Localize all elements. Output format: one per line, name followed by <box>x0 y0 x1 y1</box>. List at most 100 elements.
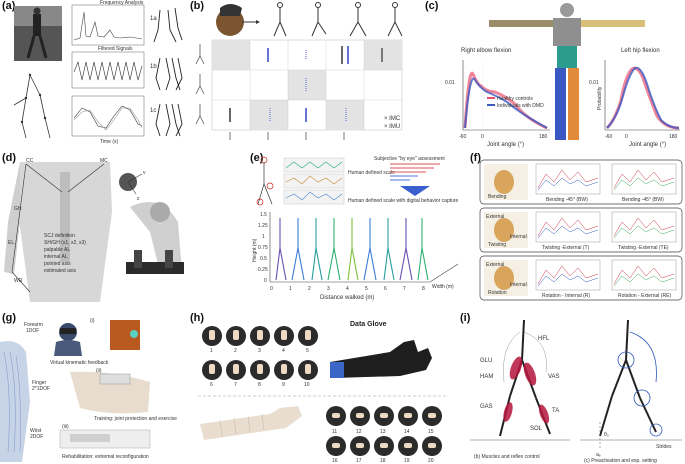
h-g12: 12 <box>356 429 362 435</box>
c-xtick-right-0: -60 <box>605 134 612 140</box>
panel-i-label: (i) <box>460 312 471 324</box>
h-g8: 8 <box>258 382 261 388</box>
a-chart-title: Frequency Analysis <box>100 0 144 6</box>
e-ytick-0: 1.5 <box>260 212 267 218</box>
panel-a-graphic: Frequency Analysis Filtered Signals Time… <box>13 0 183 145</box>
h-g5: 5 <box>306 348 309 354</box>
h-g20: 20 <box>428 458 434 464</box>
f-row-bending: Bending <box>488 194 507 200</box>
i-gas: GAS <box>480 404 493 410</box>
d-mark-wr: WR <box>14 278 23 284</box>
h-title: Data Glove <box>350 321 387 328</box>
panel-a-label: (a) <box>2 0 16 12</box>
g-1dof: 1DOF <box>26 328 39 334</box>
e-xtick-2: 2 <box>308 286 311 292</box>
panel-h-label: (h) <box>190 312 205 324</box>
e-ytick-2: 1 <box>262 234 265 240</box>
f-twist-internal: Internal <box>510 234 527 240</box>
c-title-right: Left hip flexion <box>621 48 660 54</box>
d-legend-4: pointed axis <box>44 261 71 267</box>
panel-a: (a) Frequency Analysis Fil <box>0 0 185 145</box>
panel-d-graphic: CC MC GH EL WR v z SCJ definition SH/GH … <box>4 158 184 302</box>
g-2dof: 2DOF <box>30 434 43 440</box>
panel-i: (i) HFL GLU HAM VAS GAS TA SOL (b) Muscl… <box>460 312 685 464</box>
e-xtick-3: 3 <box>327 286 330 292</box>
f-cap-2-1: Rotation - External (RE) <box>618 293 671 299</box>
i-marker-theta: θ₀ <box>604 432 609 438</box>
panel-b-graphic: × IMC × IMU <box>195 2 403 140</box>
h-g9: 9 <box>282 382 285 388</box>
h-g13: 13 <box>380 429 386 435</box>
panel-e-label: (e) <box>250 152 264 164</box>
e-xtick-6: 6 <box>384 286 387 292</box>
d-mark-mc: MC <box>100 158 108 164</box>
d-legend-1: SH/GH (x1, x2, x3) <box>44 240 86 246</box>
panel-e-graphic: Subjective "by eye" assessment Human def… <box>252 156 459 301</box>
c-xlabel-right: Joint angle (°) <box>629 142 666 148</box>
e-text-scale: Human defined scale <box>348 170 395 176</box>
i-ham: HAM <box>480 374 493 380</box>
i-ta: TA <box>552 408 559 414</box>
d-legend-2: palpable AL <box>44 247 70 253</box>
g-rehab: Rehabilitation: extremal reconfiguration <box>62 454 149 460</box>
h-g16: 16 <box>332 458 338 464</box>
a-sub-1a: 1a <box>150 16 157 22</box>
a-sub-1b: 1b <box>150 64 157 70</box>
panel-e: (e) Subjective "by eye" assessment Human… <box>250 152 465 302</box>
f-cap-1-0: Twisting -External (T) <box>542 245 590 251</box>
h-g3: 3 <box>258 348 261 354</box>
panel-d: (d) CC MC GH EL WR v z SCJ definition SH… <box>0 152 190 307</box>
panel-d-label: (d) <box>2 152 17 164</box>
h-g4: 4 <box>282 348 285 354</box>
c-xtick-right-2: 180 <box>669 134 678 140</box>
f-twist-external: External <box>486 214 504 220</box>
i-caption-left: (b) Muscles and reflex control <box>474 454 540 460</box>
c-ylabel: Probability <box>597 86 603 110</box>
g-i: (i) <box>90 318 95 324</box>
c-legend-healthy: Healthy controls <box>497 96 533 102</box>
g-wrist: Wrist <box>30 428 42 434</box>
e-text-digital: Human defined scale with digital behavio… <box>348 198 459 204</box>
g-ii: (ii) <box>96 368 102 374</box>
i-marker-ae: aₑ <box>596 452 601 458</box>
d-legend-5: estimated axis <box>44 268 76 274</box>
e-ytick-3: 0.75 <box>258 245 268 251</box>
d-mark-z: z <box>137 196 140 202</box>
panel-f: (f) Bending Twisting Rotation External I… <box>470 152 685 304</box>
a-sub-1c: 1c <box>150 108 156 114</box>
g-iii: (iii) <box>62 424 69 430</box>
h-g6: 6 <box>210 382 213 388</box>
g-2x1dof: 2*1DOF <box>32 386 50 392</box>
e-xtick-5: 5 <box>365 286 368 292</box>
f-rot-external: External <box>486 262 504 268</box>
a-axis-time: Time (s) <box>100 139 118 145</box>
d-mark-gh: GH <box>14 206 22 212</box>
panel-c-graphic: Right elbow flexion 0.01 -60 0 180 Joint… <box>445 3 680 148</box>
h-g10: 10 <box>304 382 310 388</box>
h-g19: 19 <box>404 458 410 464</box>
f-row-twisting: Twisting <box>488 242 506 248</box>
h-g2: 2 <box>234 348 237 354</box>
d-legend-0: SCJ definition <box>44 233 75 239</box>
g-training: Training: joint protection and exercise <box>94 416 177 422</box>
h-g15: 15 <box>428 429 434 435</box>
f-cap-2-0: Rotation - Internal (R) <box>542 293 590 299</box>
c-xtick-right-1: 0 <box>625 134 628 140</box>
e-xlabel: Distance walked (m) <box>320 295 374 301</box>
g-vkf: Virtual kinematic feedback <box>50 360 109 366</box>
i-hfl: HFL <box>538 336 550 342</box>
i-vas: VAS <box>548 374 560 380</box>
f-row-rotation: Rotation <box>488 290 507 296</box>
c-legend-dmd: Individuals with DMD <box>497 103 544 109</box>
panel-c-label: (c) <box>425 0 439 12</box>
panel-h-graphic: 1 2 3 4 5 6 7 8 9 10 Data Glove <box>198 321 448 464</box>
b-legend-imc: × IMC <box>384 116 401 122</box>
panel-f-label: (f) <box>470 152 481 164</box>
e-ytick-4: 0.5 <box>260 256 267 262</box>
i-sol: SOL <box>530 426 543 432</box>
e-ytick-1: 1.25 <box>258 223 268 229</box>
h-g1: 1 <box>210 348 213 354</box>
c-xtick-left-2: 180 <box>539 134 548 140</box>
c-xtick-left-0: -60 <box>459 134 466 140</box>
e-ytick-5: 0.25 <box>258 267 268 273</box>
